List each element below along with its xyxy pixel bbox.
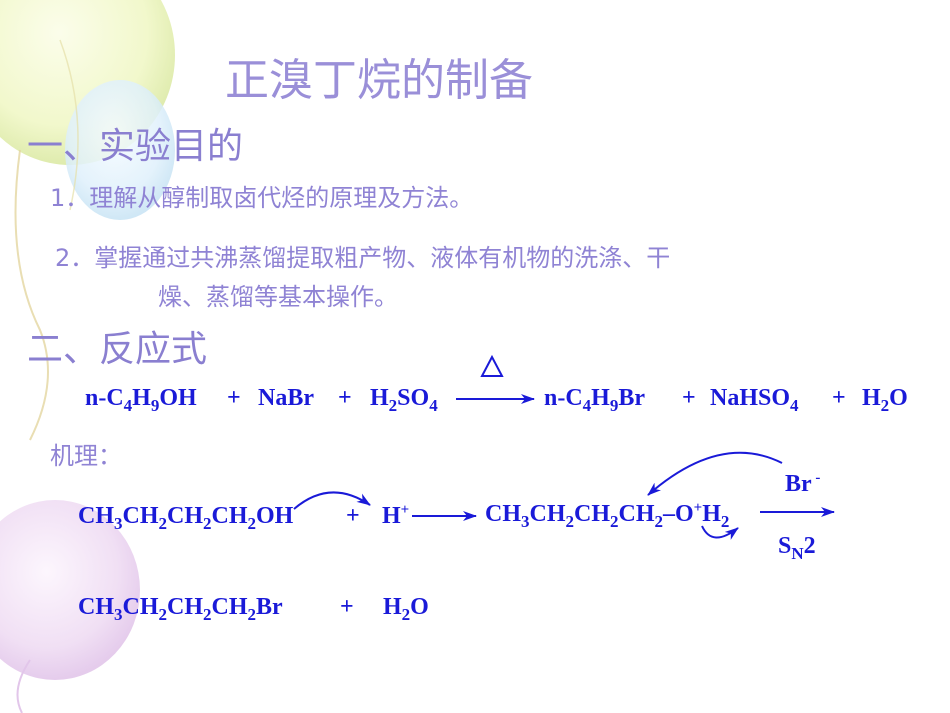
- page-title: 正溴丁烷的制备: [225, 55, 533, 106]
- section-heading-objectives: 一、实验目的: [27, 126, 244, 167]
- mechanism-label: 机理：: [50, 442, 122, 470]
- mechanism-product-bromobutane: CH3CH2CH2CH2Br: [78, 594, 283, 624]
- oxonium-ion: CH3CH2CH2CH2–O+H2: [485, 500, 730, 531]
- sn2-label: SN2: [778, 533, 816, 563]
- reactant-butanol: n-C4H9OH: [85, 385, 197, 415]
- objective-text: 理解从醇制取卤代烃的原理及方法。: [89, 184, 474, 212]
- plus-sign: +: [227, 385, 241, 411]
- product-bromobutane: n-C4H9Br: [544, 385, 646, 415]
- plus-sign: +: [346, 503, 360, 529]
- reactant-h2so4: H2SO4: [370, 385, 438, 415]
- reactant-nabr: NaBr: [258, 385, 314, 411]
- plus-sign: +: [832, 385, 846, 411]
- curved-arrow-bromide-attack: [647, 451, 783, 496]
- curved-arrow-to-proton: [293, 491, 371, 510]
- product-water: H2O: [862, 385, 908, 415]
- objective-item-1: 1．理解从醇制取卤代烃的原理及方法。: [50, 178, 473, 213]
- product-nahso4: NaHSO4: [710, 385, 799, 415]
- mechanism-butanol: CH3CH2CH2CH2OH: [78, 503, 294, 533]
- curved-arrow-leaving-group: [701, 525, 739, 540]
- objective-number: 1．: [50, 184, 90, 212]
- proton: H+: [382, 502, 410, 530]
- objective-number: 2．: [55, 244, 95, 272]
- section-heading-reaction: 二、反应式: [27, 329, 208, 370]
- plus-sign: +: [340, 594, 354, 620]
- plus-sign: +: [338, 385, 352, 411]
- mechanism-product-water: H2O: [383, 594, 429, 624]
- bromide-ion: Br -: [785, 470, 821, 498]
- objective-text: 掌握通过共沸蒸馏提取粗产物、液体有机物的洗涤、干: [94, 244, 671, 272]
- heat-triangle-icon: [480, 354, 504, 377]
- objective-item-2-continued: 燥、蒸馏等基本操作。: [158, 283, 398, 311]
- plus-sign: +: [682, 385, 696, 411]
- objective-item-2: 2．掌握通过共沸蒸馏提取粗产物、液体有机物的洗涤、干: [55, 238, 670, 273]
